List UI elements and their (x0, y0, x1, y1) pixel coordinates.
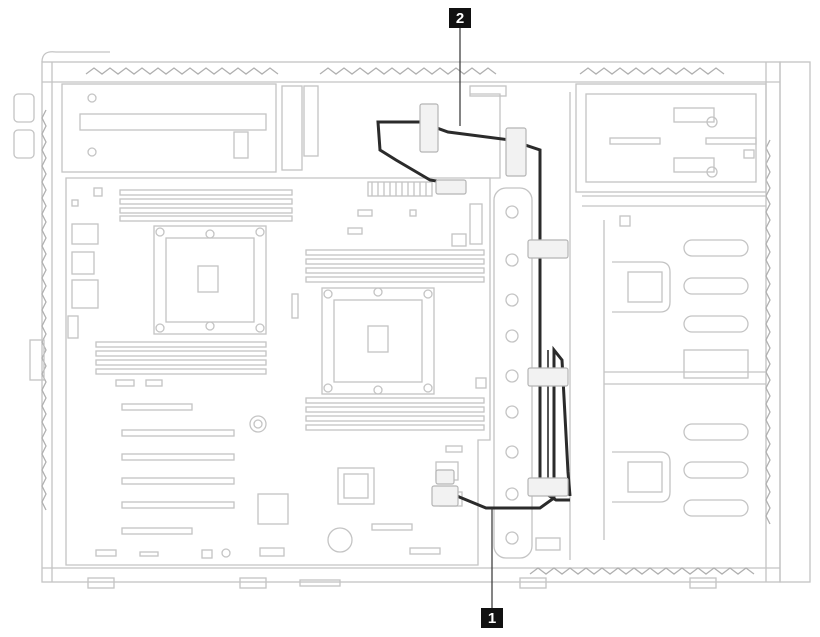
chassis-frame (13, 51, 811, 589)
system-board (65, 177, 491, 566)
callout-1: 1 (481, 508, 503, 628)
drive-cage (469, 83, 767, 560)
callout-1-label: 1 (488, 610, 496, 627)
callout-1-box (481, 608, 503, 628)
top-drive-bay (61, 83, 319, 173)
cpu1-heatsink (153, 225, 267, 335)
signal-cables (376, 120, 572, 510)
callout-2: 2 (449, 8, 471, 126)
cpu2-heatsink (321, 287, 435, 395)
cable-clips (419, 103, 569, 507)
callout-2-box (449, 8, 471, 28)
callout-2-label: 2 (456, 10, 464, 27)
